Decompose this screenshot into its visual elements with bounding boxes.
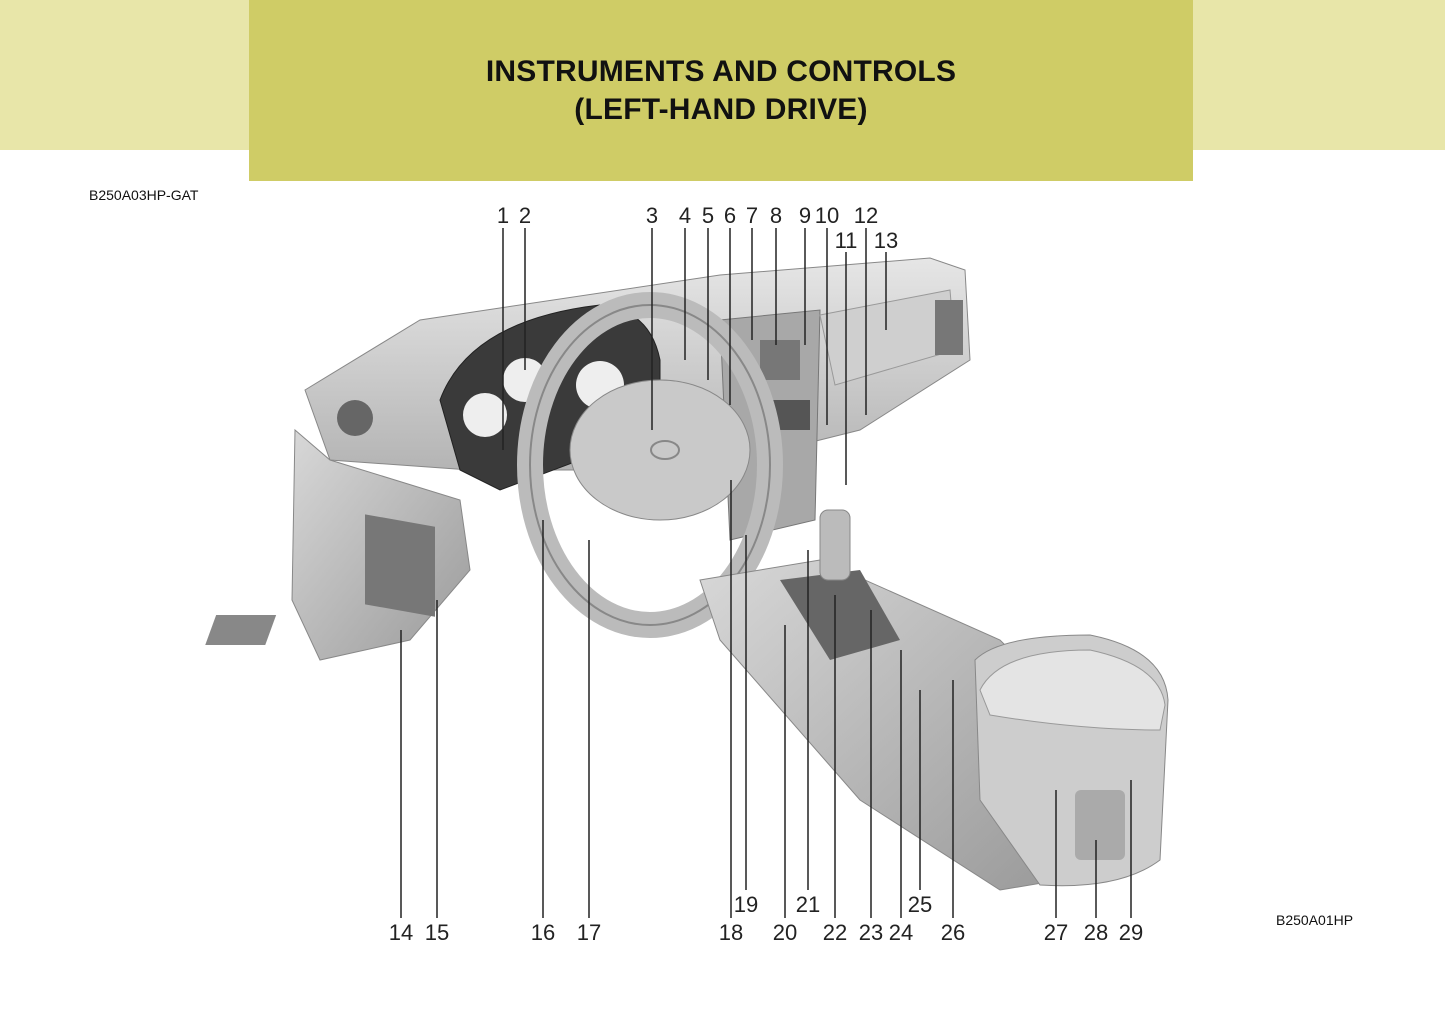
callout-number-21: 21	[796, 892, 820, 917]
callout-number-23: 23	[859, 920, 883, 945]
callout-number-1: 1	[497, 203, 509, 228]
callout-number-17: 17	[577, 920, 601, 945]
page-title-line2: (LEFT-HAND DRIVE)	[574, 92, 868, 126]
section-code: B250A03HP-GAT	[89, 187, 199, 203]
callout-number-29: 29	[1119, 920, 1143, 945]
callout-number-25: 25	[908, 892, 932, 917]
callout-number-8: 8	[770, 203, 782, 228]
callout-number-3: 3	[646, 203, 658, 228]
callout-number-14: 14	[389, 920, 413, 945]
callout-number-9: 9	[799, 203, 811, 228]
callout-number-7: 7	[746, 203, 758, 228]
callout-number-12: 12	[854, 203, 878, 228]
callout-number-2: 2	[519, 203, 531, 228]
figure-code: B250A01HP	[1276, 912, 1354, 928]
title-box: INSTRUMENTS AND CONTROLS (LEFT-HAND DRIV…	[249, 0, 1193, 181]
callout-number-13: 13	[874, 228, 898, 253]
callout-number-16: 16	[531, 920, 555, 945]
callout-number-28: 28	[1084, 920, 1108, 945]
callout-number-5: 5	[702, 203, 714, 228]
callout-number-26: 26	[941, 920, 965, 945]
dashboard-illustration	[205, 257, 1169, 891]
callout-number-24: 24	[889, 920, 913, 945]
callout-number-11: 11	[835, 228, 858, 253]
callout-number-15: 15	[425, 920, 449, 945]
callout-number-19: 19	[734, 892, 758, 917]
callout-number-18: 18	[719, 920, 743, 945]
callout-number-6: 6	[724, 203, 736, 228]
page-title-line1: INSTRUMENTS AND CONTROLS	[485, 54, 957, 88]
callout-number-22: 22	[823, 920, 847, 945]
callout-number-4: 4	[679, 203, 691, 228]
callout-number-27: 27	[1044, 920, 1068, 945]
callout-number-10: 10	[815, 203, 839, 228]
callout-number-20: 20	[773, 920, 797, 945]
